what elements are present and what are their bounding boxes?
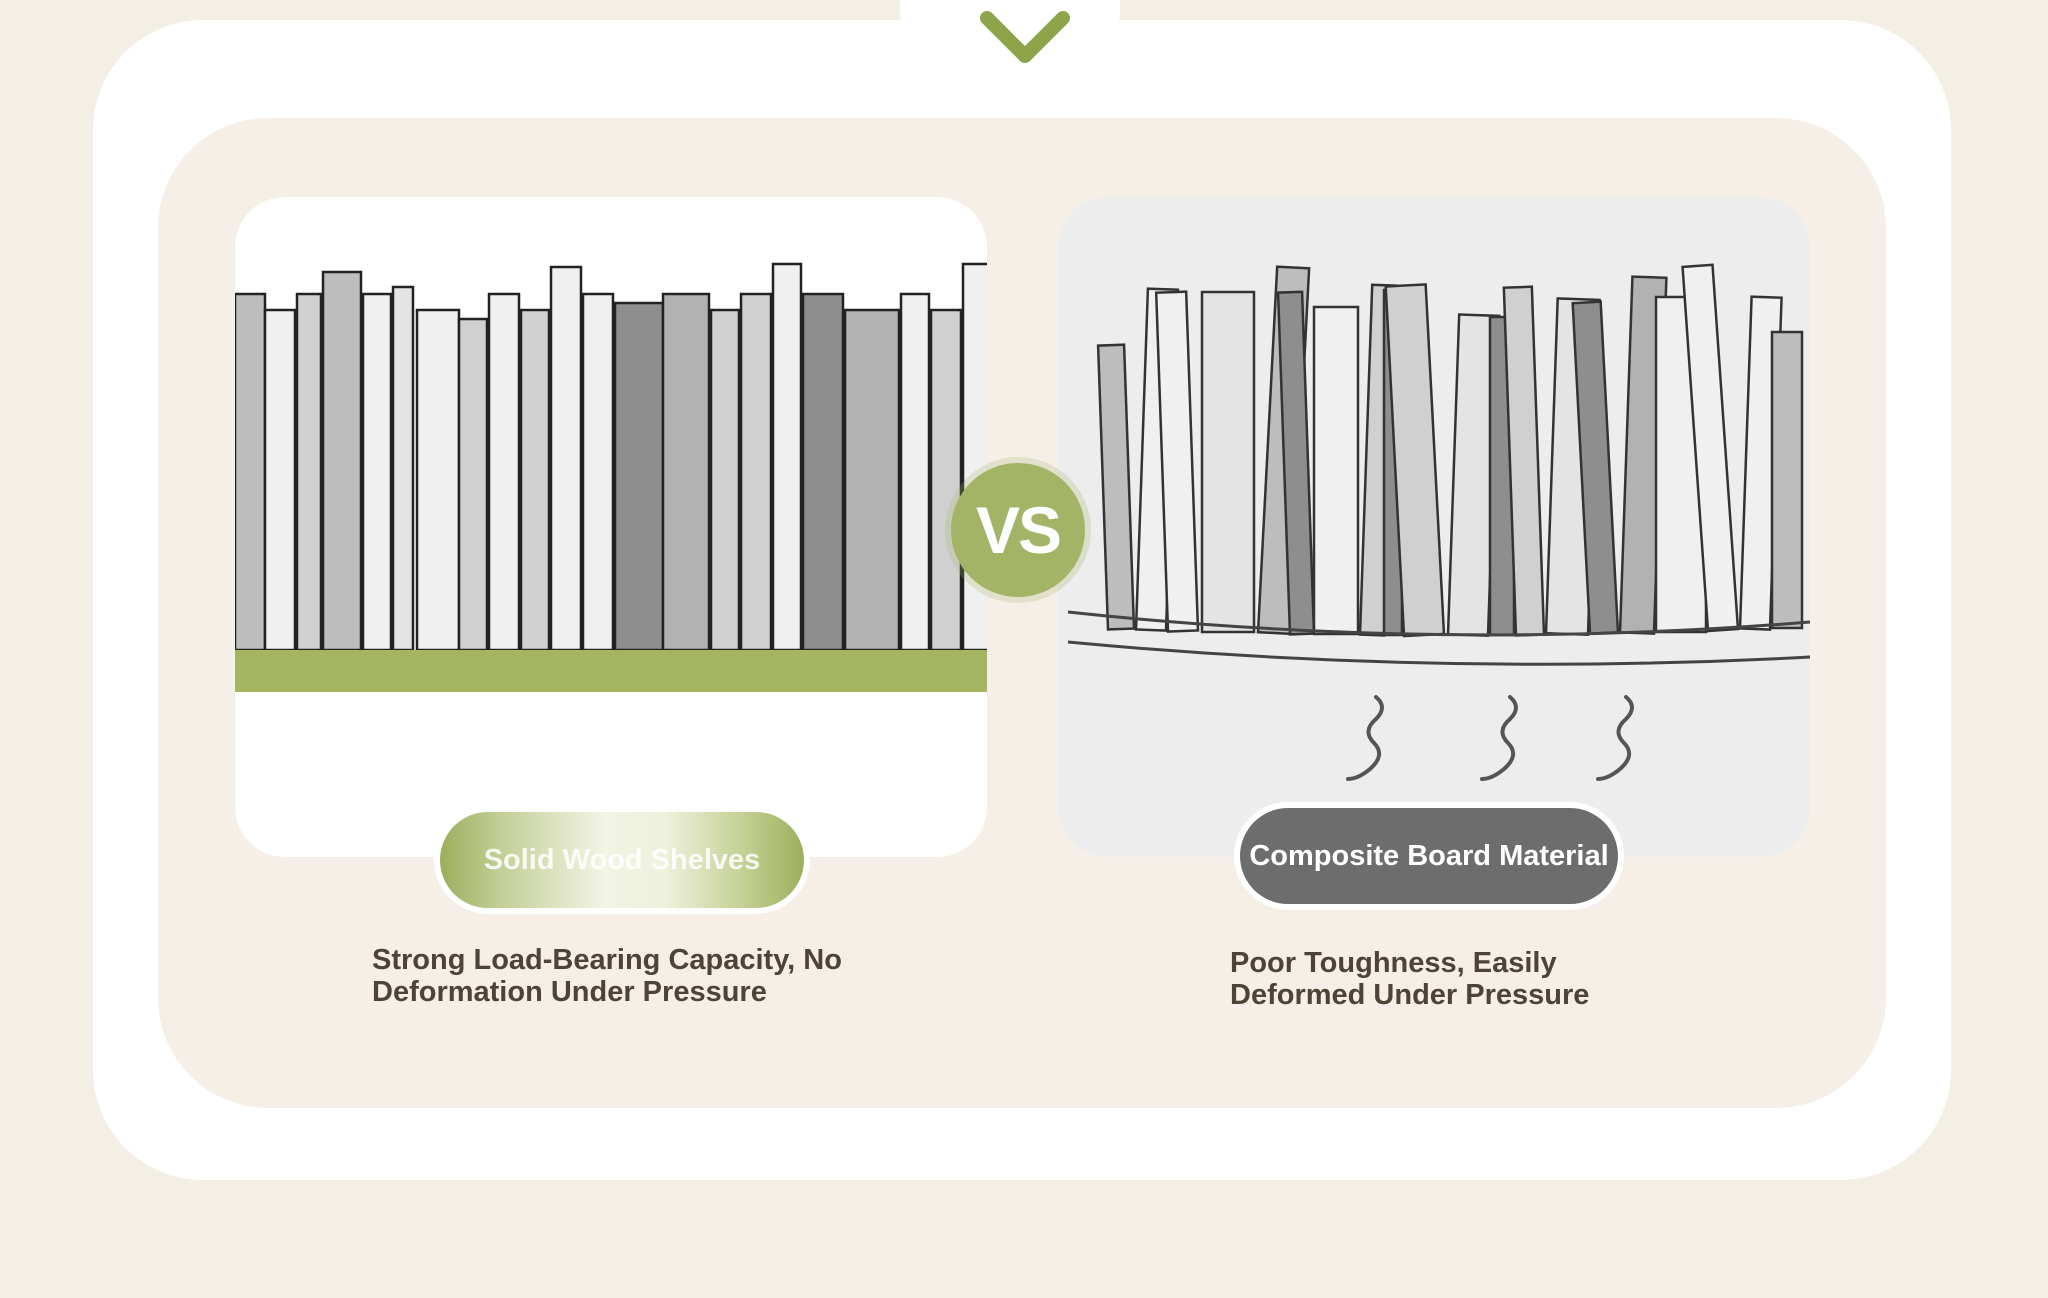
composite-books-illustration (1067, 263, 1810, 781)
solid-wood-illustration (235, 197, 987, 857)
stress-squiggle-icon (1596, 695, 1634, 781)
book (661, 292, 711, 652)
book (1681, 263, 1740, 633)
book (929, 308, 963, 652)
solid-wood-books-illustration (235, 262, 987, 692)
book (1312, 305, 1360, 636)
solid-wood-description-line-2: Deformation Under Pressure (372, 976, 767, 1008)
book (415, 308, 461, 652)
stress-squiggle-icon (1346, 695, 1384, 781)
book (361, 292, 393, 652)
composite-label: Composite Board Material (1249, 839, 1609, 872)
book (739, 292, 773, 652)
book (961, 262, 987, 652)
sagging-shelf-bottom (1067, 640, 1810, 666)
composite-description: Poor Toughness, Easily Deformed Under Pr… (1230, 947, 1790, 1011)
book (519, 308, 551, 652)
book (709, 308, 741, 652)
vs-label: VS (975, 493, 1062, 567)
book (801, 292, 845, 652)
solid-wood-label: Solid Wood Shelves (483, 843, 761, 876)
book (771, 262, 803, 652)
book (1276, 290, 1316, 636)
book (549, 265, 583, 652)
book (1154, 290, 1200, 633)
book (581, 292, 615, 652)
book (1200, 290, 1256, 634)
chevron-down-icon[interactable] (975, 8, 1075, 68)
book (1096, 343, 1136, 631)
solid-wood-description-line-1: Strong Load-Bearing Capacity, No (372, 944, 842, 976)
book (899, 292, 931, 652)
stress-squiggle-icon (1480, 695, 1518, 781)
sagging-shelf-top (1067, 610, 1810, 637)
vs-badge: VS (951, 463, 1085, 597)
book (1770, 330, 1804, 630)
book (295, 292, 323, 652)
composite-label-pill: Composite Board Material (1240, 808, 1618, 904)
book (457, 317, 489, 652)
composite-description-line-2: Deformed Under Pressure (1230, 979, 1590, 1011)
composite-description-line-1: Poor Toughness, Easily (1230, 947, 1557, 979)
book (391, 285, 415, 652)
solid-wood-label-pill: Solid Wood Shelves (440, 812, 804, 908)
book (613, 301, 665, 652)
book (321, 270, 363, 652)
book (235, 292, 267, 652)
straight-shelf (235, 650, 987, 692)
book (843, 308, 901, 652)
solid-wood-description: Strong Load-Bearing Capacity, No Deforma… (372, 944, 932, 1008)
composite-board-illustration (1058, 197, 1810, 857)
book (487, 292, 521, 652)
book (263, 308, 297, 652)
